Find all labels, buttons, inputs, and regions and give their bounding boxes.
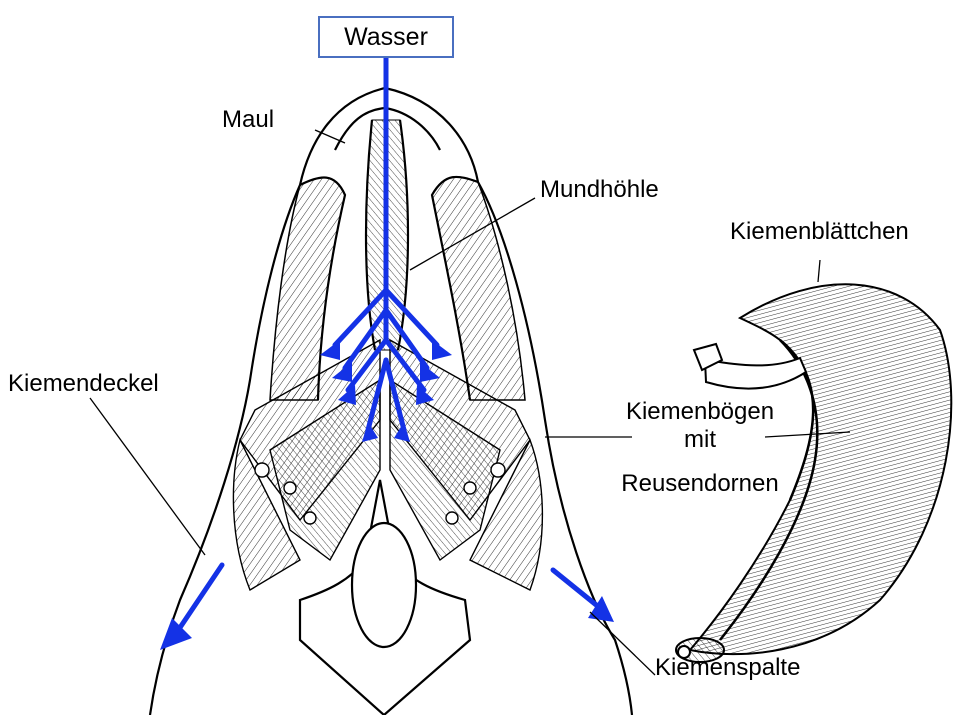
water-label: Wasser bbox=[344, 23, 428, 52]
label-kiemenboegen-line3: Reusendornen bbox=[585, 470, 815, 498]
label-kiemenspalte: Kiemenspalte bbox=[655, 654, 800, 682]
right-jaw-texture bbox=[432, 177, 525, 400]
page-title bbox=[0, 0, 965, 6]
label-kiemenboegen-line1: Kiemenbögen bbox=[585, 398, 815, 426]
label-mundhoehle: Mundhöhle bbox=[540, 176, 659, 204]
label-kiemenboegen-line2: mit bbox=[585, 426, 815, 454]
water-label-box: Wasser bbox=[318, 16, 454, 58]
label-kiemenblaettchen: Kiemenblättchen bbox=[730, 218, 909, 246]
label-kiemendeckel: Kiemendeckel bbox=[8, 370, 159, 398]
label-maul: Maul bbox=[222, 106, 274, 134]
